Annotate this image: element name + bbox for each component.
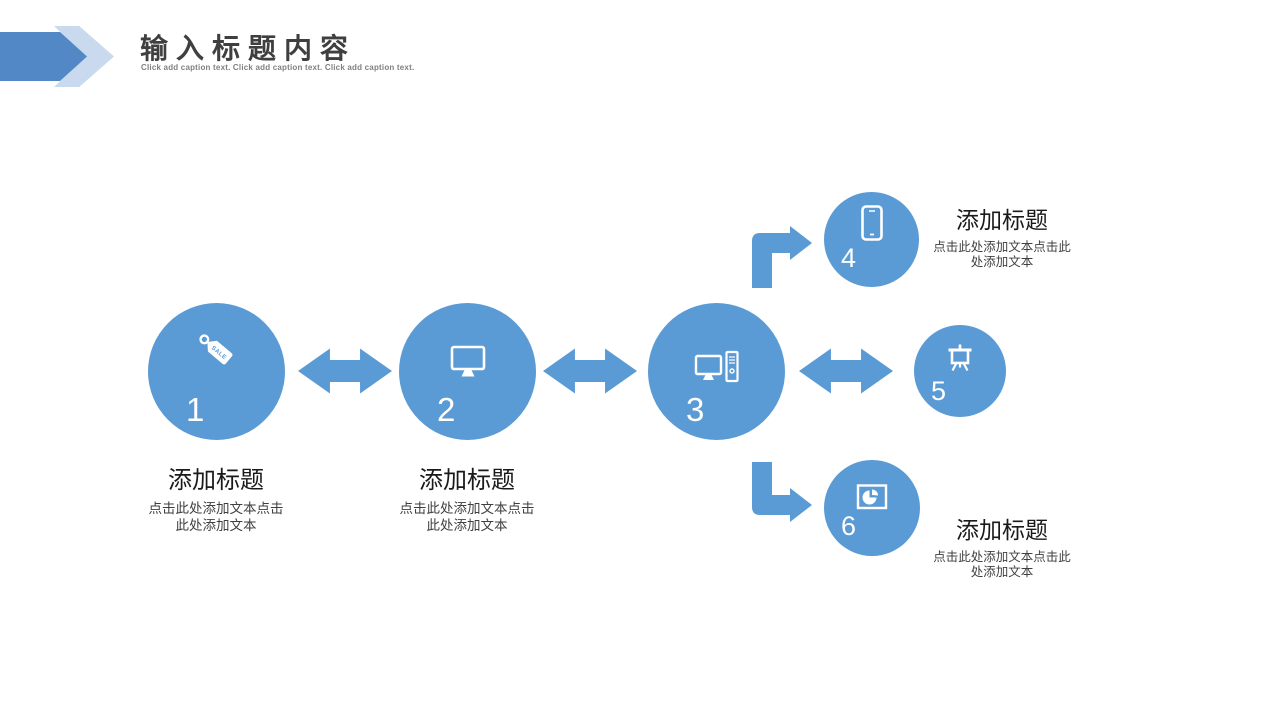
node-text-4: 添加标题 点击此处添加文本点击此处添加文本 — [922, 201, 1082, 270]
node-number-1: 1 — [186, 391, 205, 428]
node-number-5: 5 — [931, 376, 947, 406]
header-chevron-dark-icon — [0, 32, 87, 81]
process-node-5: 5 — [914, 325, 1006, 417]
slide-title: 输入标题内容 — [140, 33, 357, 64]
node-caption-1: 点击此处添加文本点击此处添加文本 — [148, 501, 284, 533]
monitor-icon — [450, 345, 485, 377]
pie-chart-frame-icon — [856, 484, 888, 510]
process-node-3: 3 — [648, 303, 785, 440]
double-arrow-2-3 — [543, 348, 637, 394]
node-title-4: 添加标题 — [956, 207, 1048, 233]
node-caption-4: 点击此处添加文本点击此处添加文本 — [933, 240, 1071, 269]
node-number-4: 4 — [841, 243, 857, 273]
node-number-2: 2 — [437, 391, 456, 428]
node-title-2: 添加标题 — [419, 467, 515, 494]
node-title-6: 添加标题 — [956, 517, 1048, 543]
node-text-6: 添加标题 点击此处添加文本点击此处添加文本 — [922, 511, 1082, 580]
smartphone-icon — [860, 205, 883, 241]
bent-arrow-down-to-6 — [752, 462, 812, 522]
process-node-1: SALE 1 — [148, 303, 285, 440]
node-number-6: 6 — [841, 511, 857, 541]
node-title-1: 添加标题 — [168, 467, 264, 494]
node-caption-2: 点击此处添加文本点击此处添加文本 — [399, 501, 535, 533]
node-text-1: 添加标题 点击此处添加文本点击此处添加文本 — [116, 460, 316, 534]
process-node-2: 2 — [399, 303, 536, 440]
desktop-computer-icon — [694, 350, 739, 383]
node-number-3: 3 — [686, 391, 705, 428]
process-node-6: 6 — [824, 460, 920, 556]
projection-screen-icon — [948, 344, 972, 372]
bent-arrows-group — [752, 226, 812, 522]
process-node-4: 4 — [824, 192, 919, 287]
bent-arrow-up-to-4 — [752, 226, 812, 288]
node-text-2: 添加标题 点击此处添加文本点击此处添加文本 — [367, 460, 567, 534]
node-caption-6: 点击此处添加文本点击此处添加文本 — [933, 550, 1071, 579]
sale-tag-icon: SALE — [198, 334, 232, 365]
double-arrow-1-2 — [298, 348, 392, 394]
slide-caption: Click add caption text. Click add captio… — [141, 63, 415, 72]
